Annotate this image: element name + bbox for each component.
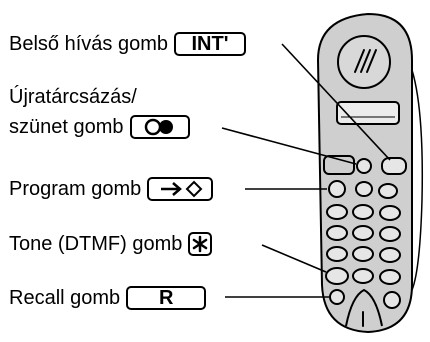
redial-label-line1: Újratárcsázás/ [9,86,137,108]
key[interactable] [355,181,373,197]
intercom-label-row: Belső hívás gomb INT' [9,32,246,56]
star-icon [193,235,208,253]
recall-label-row: Recall gomb R [9,286,207,310]
tone-label: Tone (DTMF) gomb [9,233,183,255]
program-button[interactable] [328,180,346,198]
handset-side [411,69,424,291]
program-label: Program gomb [9,178,142,200]
key[interactable] [326,204,348,220]
key[interactable] [383,291,401,309]
intercom-label: Belső hívás gomb [9,33,168,55]
redial-label-block: Újratárcsázás/ szünet gomb [9,82,190,142]
display-window [336,101,400,125]
earpiece-slots-icon [354,49,377,73]
tone-button[interactable] [325,267,349,285]
recall-label: Recall gomb [9,287,121,309]
key[interactable] [379,226,401,242]
recall-key-label: R [158,287,174,309]
recall-key-box: R [126,286,207,310]
redial-pause-icon [144,118,173,136]
tone-leader [261,244,327,273]
redial-label-line2: szünet gomb [9,116,124,138]
tone-label-row: Tone (DTMF) gomb [9,232,213,256]
recall-button[interactable] [329,289,345,305]
intercom-key-box: INT' [173,32,246,56]
program-arrow-icon [161,180,203,198]
key[interactable] [379,269,401,285]
key[interactable] [352,268,374,284]
key[interactable] [379,205,401,221]
intercom-button[interactable] [381,157,407,175]
key[interactable] [378,183,398,199]
key[interactable] [326,225,348,241]
intercom-key-label: INT' [191,33,229,55]
earpiece [337,35,391,89]
talk-button[interactable] [323,155,355,175]
leader-lines [221,43,391,298]
key[interactable] [379,247,401,263]
keypad [325,180,401,309]
intercom-leader [281,43,391,161]
program-label-row: Program gomb [9,177,214,201]
key[interactable] [352,246,374,262]
redial-pause-button[interactable] [356,158,372,174]
redial-key-box [129,115,190,139]
program-key-box [147,177,214,201]
redial-leader [221,127,357,165]
key[interactable] [352,225,374,241]
key[interactable] [352,204,374,220]
tone-key-box [188,232,213,256]
microphone-arch [345,288,383,327]
key[interactable] [326,246,348,262]
